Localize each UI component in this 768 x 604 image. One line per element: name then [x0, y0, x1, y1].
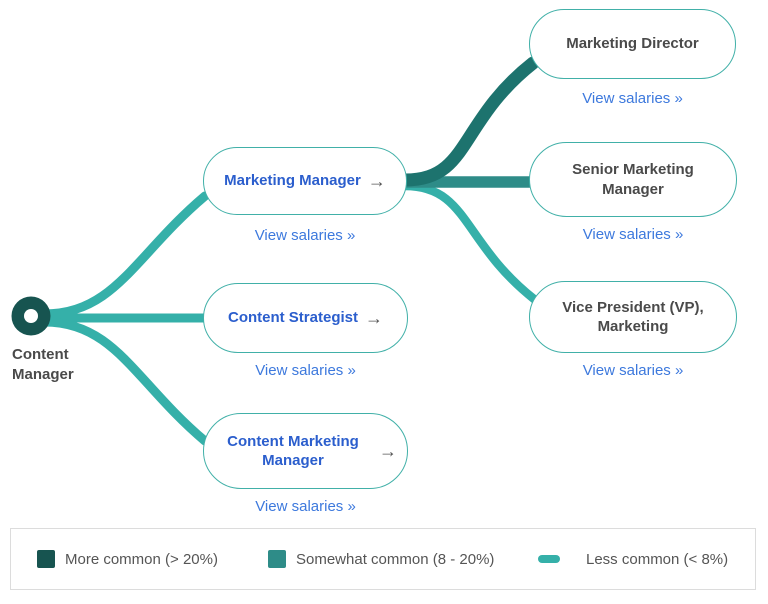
somewhat-common-swatch-icon — [268, 550, 286, 568]
node-title: Marketing Director — [566, 35, 699, 53]
more-common-swatch-icon — [37, 550, 55, 568]
node-pill-content-strategist[interactable]: Content Strategist → — [203, 283, 408, 353]
link-root-to-marketing-manager — [39, 191, 210, 319]
root-node-dot-hole — [24, 309, 38, 323]
node-title: Marketing Manager — [224, 172, 361, 190]
legend-label: Somewhat common (8 - 20%) — [296, 550, 495, 568]
node-title: Senior Marketing Manager — [572, 161, 694, 198]
node-title: Vice President (VP), Marketing — [562, 298, 704, 336]
view-salaries-link-marketing-director[interactable]: View salaries » — [582, 90, 683, 107]
node-title: Content Strategist — [227, 309, 358, 327]
legend-item-less-common: Less common (< 8%) — [538, 550, 728, 568]
legend-label: More common (> 20%) — [65, 550, 218, 568]
view-salaries-link-senior-marketing-manager[interactable]: View salaries » — [582, 226, 684, 243]
node-pill-marketing-director: Marketing Director — [529, 9, 736, 79]
legend: More common (> 20%) Somewhat common (8 -… — [10, 528, 756, 590]
view-salaries-link-content-strategist[interactable]: View salaries » — [255, 362, 356, 379]
legend-label: Less common (< 8%) — [586, 550, 729, 568]
node-title: Content Marketing Manager — [227, 432, 359, 470]
node-pill-marketing-manager[interactable]: Marketing Manager → — [203, 147, 407, 215]
link-root-to-content-marketing-manager — [39, 317, 210, 446]
legend-item-more-common: More common (> 20%) — [37, 550, 218, 568]
view-salaries-link-marketing-manager[interactable]: View salaries » — [254, 227, 356, 244]
less-common-swatch-icon — [538, 555, 560, 563]
expand-arrow-icon: → — [365, 308, 383, 328]
root-node-label: Content Manager — [12, 346, 74, 384]
node-pill-senior-marketing-manager: Senior Marketing Manager — [529, 142, 737, 217]
view-salaries-link-content-marketing-manager[interactable]: View salaries » — [255, 498, 356, 515]
expand-arrow-icon: → — [379, 441, 397, 461]
link-mm-to-vp-marketing — [400, 181, 539, 304]
node-pill-vp-marketing: Vice President (VP), Marketing — [529, 281, 737, 353]
node-pill-content-marketing-manager[interactable]: Content Marketing Manager → — [203, 413, 408, 489]
view-salaries-link-vp-marketing[interactable]: View salaries » — [582, 362, 684, 379]
legend-item-somewhat-common: Somewhat common (8 - 20%) — [268, 550, 494, 568]
expand-arrow-icon: → — [367, 171, 386, 191]
link-mm-to-marketing-director — [398, 56, 540, 187]
